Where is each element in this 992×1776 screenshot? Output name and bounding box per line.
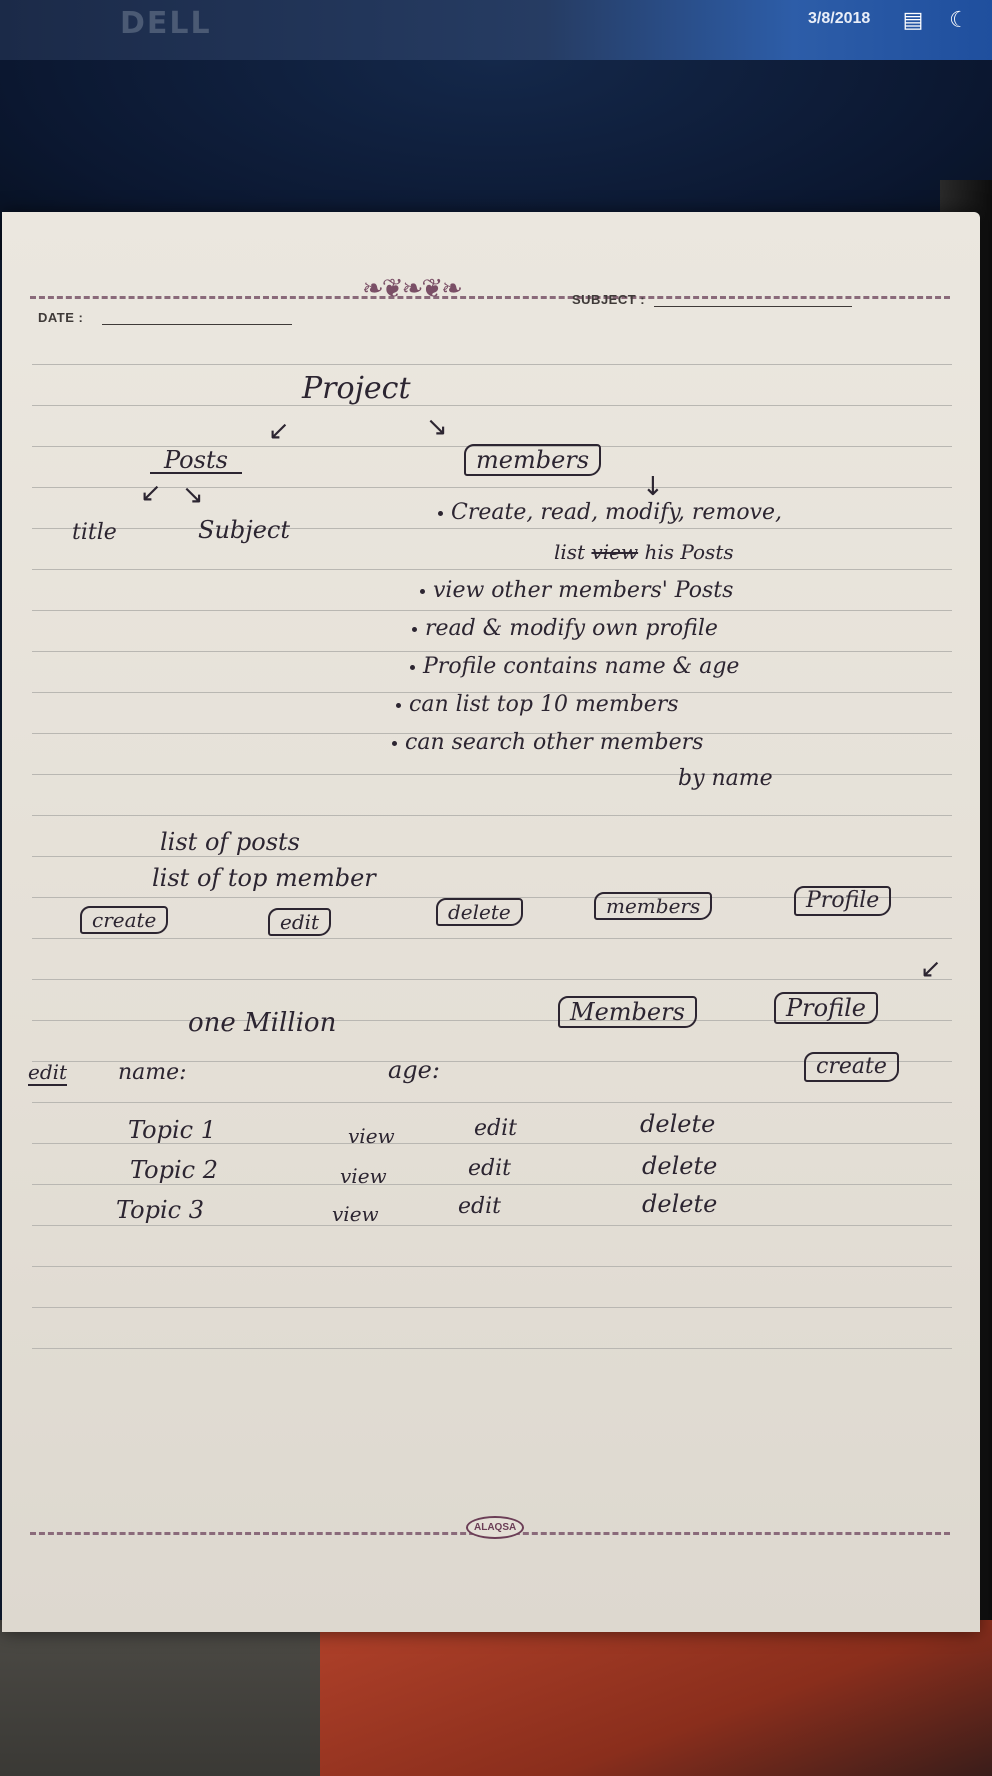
ruled-line [32, 979, 952, 980]
ruled-line [32, 938, 952, 939]
create-button: create [804, 1052, 899, 1082]
topic-title: Topic 2 [130, 1156, 218, 1184]
view-link: view [348, 1124, 395, 1148]
subject-label: SUBJECT : [572, 292, 646, 307]
ruled-line [32, 610, 952, 611]
edit-link: edit [468, 1156, 511, 1181]
ruled-line [32, 364, 952, 365]
ruled-line [32, 774, 952, 775]
list-of-top-member: list of top member [152, 864, 376, 892]
bullet-continuation: by name [678, 766, 773, 791]
delete-link: delete [642, 1190, 718, 1218]
subject-leaf: Subject [198, 516, 290, 544]
bullet-item: can list top 10 members [396, 694, 679, 716]
ruled-line [32, 1184, 952, 1185]
ruled-line [32, 1266, 952, 1267]
notebook-page: ❧❦❧❦❧ DATE : SUBJECT : Project ↙ ↘ Posts… [2, 212, 980, 1632]
arrow-left-icon: ↙ [268, 416, 290, 446]
members-button: members [594, 892, 713, 920]
red-cloth [320, 1620, 992, 1776]
ruled-line [32, 569, 952, 570]
taskbar-date: 3/8/2018 [808, 10, 871, 27]
view-link: view [332, 1202, 379, 1226]
bullet-item: can search other members [392, 732, 703, 754]
list-of-posts: list of posts [160, 828, 300, 856]
ruled-line [32, 733, 952, 734]
topic-title: Topic 1 [128, 1116, 216, 1144]
bullet-item: Profile contains name & age [410, 656, 739, 678]
delete-button: delete [436, 898, 523, 926]
laptop-brand-logo: DELL [120, 6, 212, 41]
posts-node: Posts [150, 448, 242, 474]
ruled-line [32, 1020, 952, 1021]
age-field-label: age: [388, 1056, 440, 1084]
create-button: create [80, 906, 169, 934]
edit-link: edit [28, 1060, 68, 1086]
members-node: members [464, 444, 602, 476]
subject-blank [654, 306, 852, 307]
ruled-line [32, 1143, 952, 1144]
alaqsa-logo: ALAQSA [466, 1516, 525, 1539]
view-link: view [340, 1164, 387, 1188]
delete-link: delete [640, 1110, 716, 1138]
members-button: Members [558, 996, 697, 1028]
arrow-down-icon: ↘ [182, 480, 204, 510]
ruled-line [32, 815, 952, 816]
edit-link: edit [458, 1194, 501, 1219]
bullet-item: Create, read, modify, remove, [438, 502, 782, 524]
arrow-down-left-icon: ↙ [920, 954, 942, 984]
bullet-continuation: list view his Posts [554, 540, 734, 564]
ruled-line [32, 528, 952, 529]
date-label: DATE : [38, 310, 84, 325]
ruled-line [32, 1102, 952, 1103]
ruled-line [32, 1348, 952, 1349]
ruled-line [32, 1225, 952, 1226]
profile-button: Profile [774, 992, 878, 1024]
top-ornament: ❧❦❧❦❧ [362, 274, 463, 304]
ruled-line [32, 897, 952, 898]
one-million-text: one Million [188, 1008, 337, 1038]
ruled-line [32, 487, 952, 488]
notification-icon: ▤ [902, 8, 924, 33]
arrow-left-icon: ↙ [140, 478, 162, 508]
ruled-line [32, 692, 952, 693]
bullet-item: read & modify own profile [412, 618, 718, 640]
name-field-label: name: [118, 1060, 187, 1085]
project-heading: Project [302, 371, 411, 406]
ruled-line [32, 446, 952, 447]
ruled-line [32, 405, 952, 406]
laptop-screen-edge: DELL 3/8/2018 ▤ ☾ [0, 0, 992, 60]
profile-button: Profile [794, 886, 892, 916]
bullet-item: view other members' Posts [420, 580, 733, 602]
ruled-line [32, 856, 952, 857]
arrow-down-icon: ↓ [642, 472, 664, 502]
edit-link: edit [474, 1116, 517, 1141]
title-leaf: title [72, 520, 117, 545]
ruled-line [32, 651, 952, 652]
night-mode-icon: ☾ [949, 8, 969, 33]
edit-button: edit [268, 908, 332, 936]
date-blank [102, 324, 292, 325]
delete-link: delete [642, 1152, 718, 1180]
ruled-line [32, 1061, 952, 1062]
arrow-right-icon: ↘ [426, 412, 448, 442]
topic-title: Topic 3 [116, 1196, 204, 1224]
top-decorative-border [30, 296, 950, 299]
ruled-line [32, 1307, 952, 1308]
